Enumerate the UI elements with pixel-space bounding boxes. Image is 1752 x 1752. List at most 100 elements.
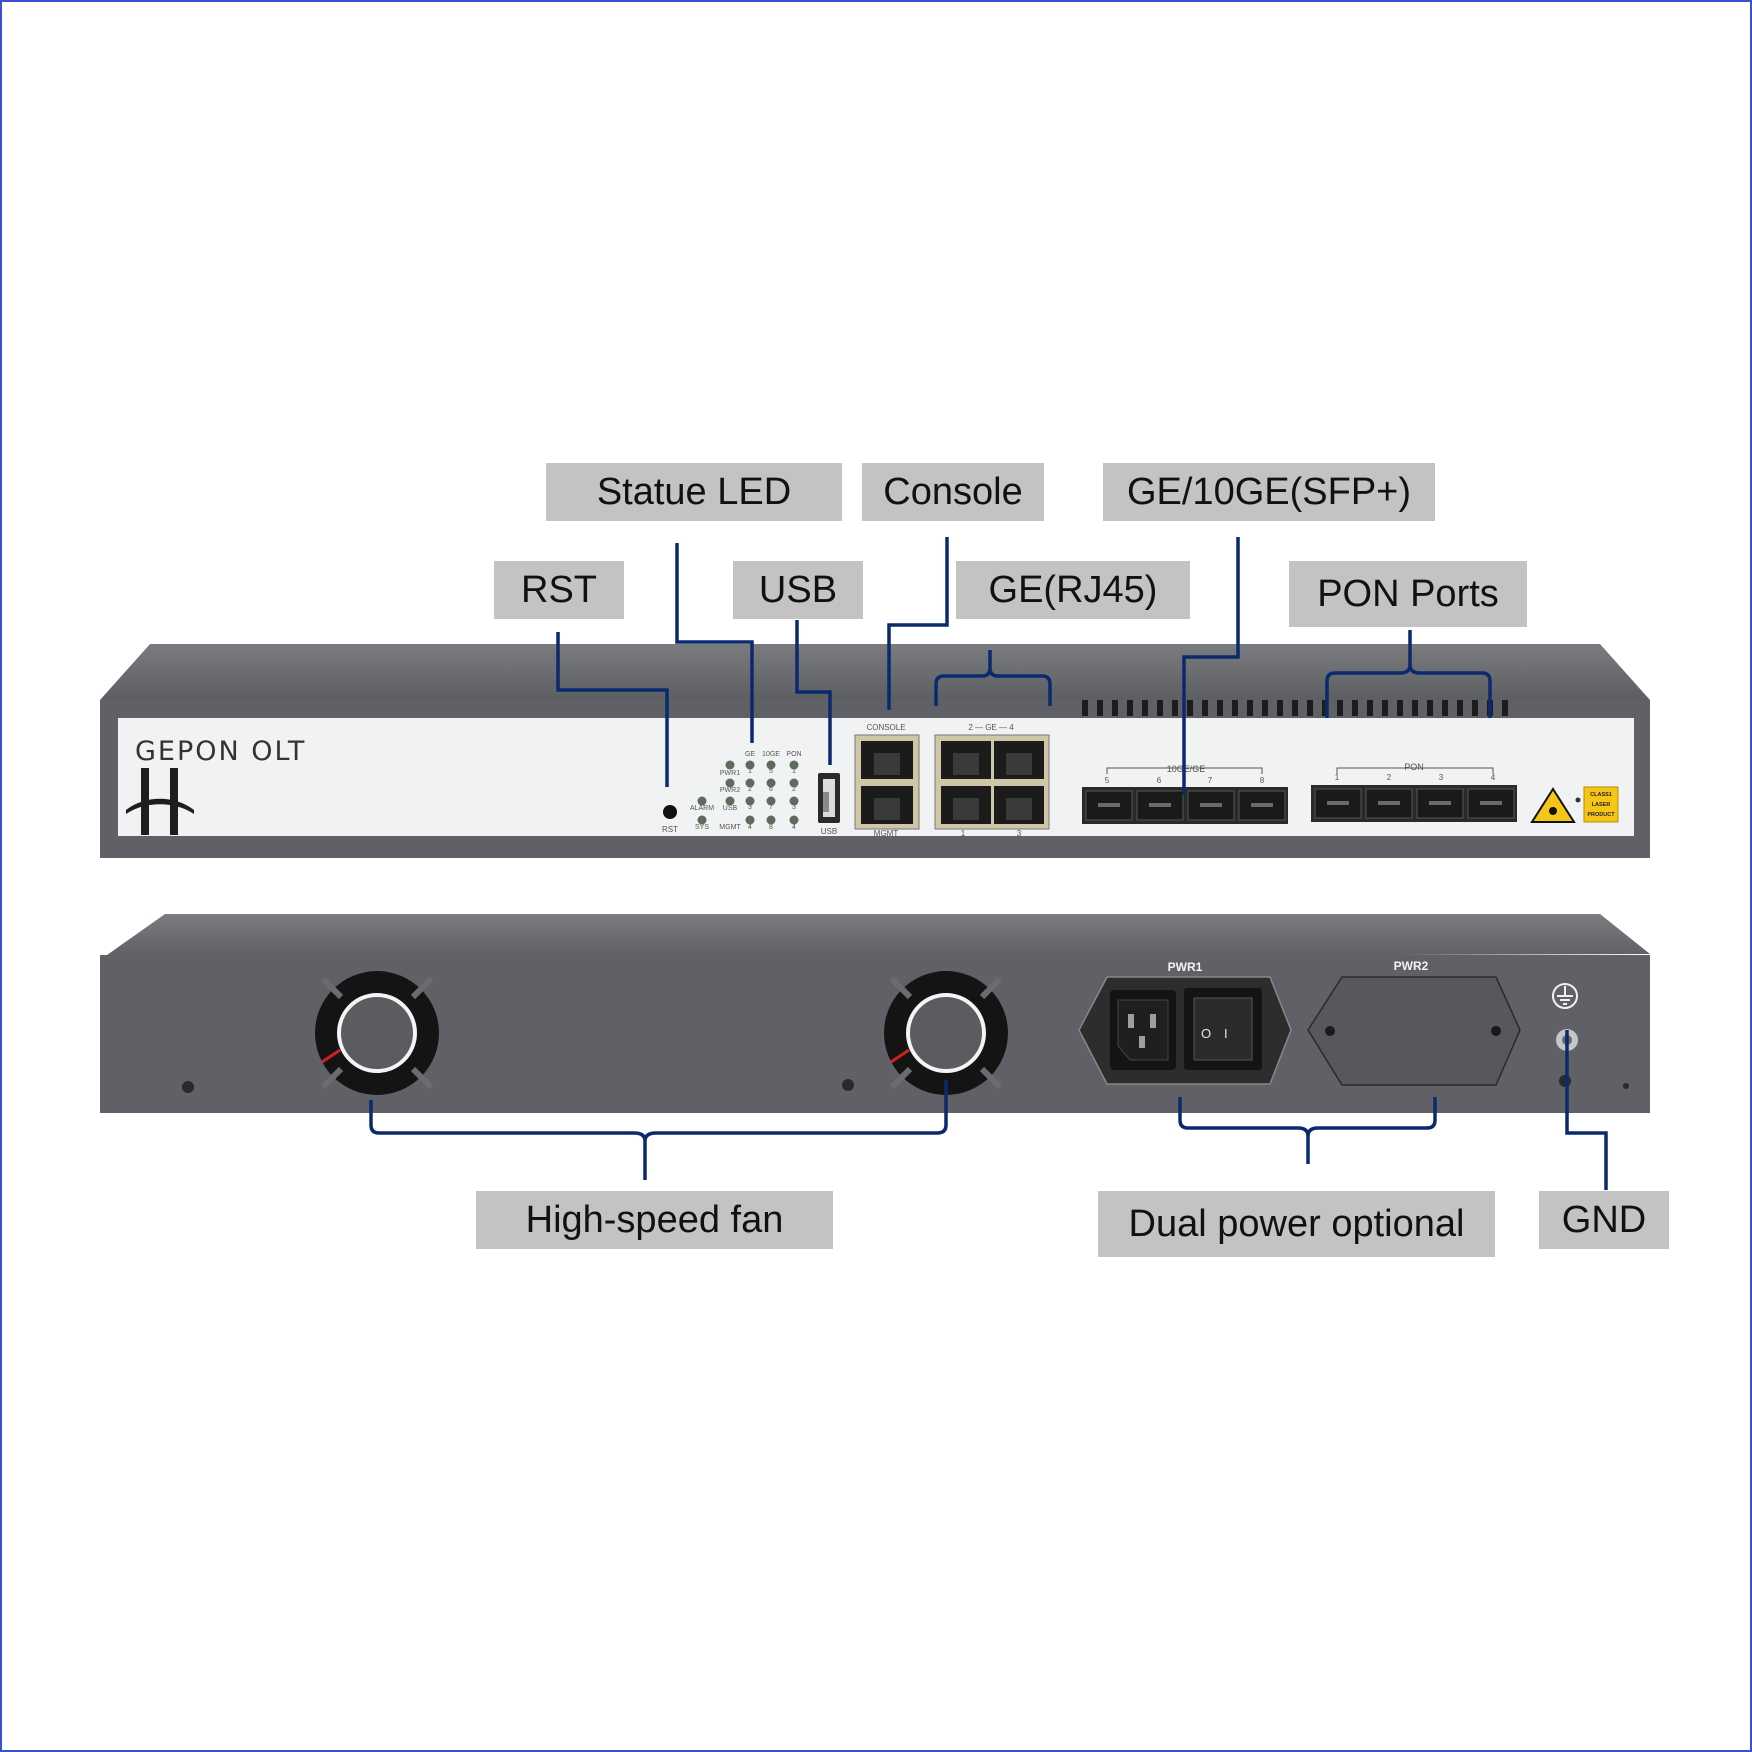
- sfp-header-label: 10GE/GE: [1167, 764, 1206, 774]
- callout-ge-10ge-sfp: GE/10GE(SFP+): [1103, 463, 1435, 521]
- callout-rst: RST: [494, 561, 624, 619]
- led-header-pon: PON: [786, 751, 801, 758]
- led-light: [725, 760, 735, 770]
- mgmt-port[interactable]: [861, 786, 913, 824]
- led-num: 2: [748, 786, 752, 793]
- callout-ge-rj45: GE(RJ45): [956, 561, 1190, 619]
- led-num: 1: [792, 768, 796, 775]
- led-num: 4: [748, 824, 752, 831]
- led-light: [697, 815, 707, 825]
- ge-rj45-block: [934, 734, 1050, 830]
- led-num: 1: [748, 768, 752, 775]
- pon-bracket: [1336, 767, 1494, 774]
- led-num: 6: [769, 786, 773, 793]
- switch-off-label: O: [1201, 1026, 1211, 1041]
- led-label-alarm: ALARM: [690, 805, 714, 812]
- led-num: 8: [769, 824, 773, 831]
- laser-class-text: CLASS1: [1590, 792, 1612, 798]
- led-light: [745, 760, 755, 770]
- led-light: [789, 760, 799, 770]
- led-label-pwr1: PWR1: [720, 770, 740, 777]
- fan-icon: [884, 971, 1008, 1095]
- led-light: [766, 796, 776, 806]
- ge-port[interactable]: [941, 741, 991, 779]
- led-label-mgmt: MGMT: [719, 824, 741, 831]
- led-light: [745, 796, 755, 806]
- leader-lines: [369, 537, 1608, 1190]
- leader-usb: [795, 620, 832, 765]
- console-port-label: CONSOLE: [866, 723, 905, 732]
- laser-class-text: PRODUCT: [1587, 812, 1615, 818]
- leader-statue-led: [675, 543, 754, 743]
- usb-port-label: USB: [821, 827, 837, 836]
- pwr1-label: PWR1: [1168, 960, 1203, 974]
- laser-warning-icon: [1530, 787, 1581, 823]
- rst-port-label: RST: [662, 825, 678, 834]
- ge-header-label: 2 — GE — 4: [968, 723, 1014, 732]
- led-label-pwr2: PWR2: [720, 787, 740, 794]
- pon-port-number: 3: [1439, 773, 1444, 782]
- ground-icon: [1552, 983, 1578, 1009]
- led-light: [789, 815, 799, 825]
- led-num: 2: [792, 786, 796, 793]
- led-light: [766, 815, 776, 825]
- pon-port[interactable]: [1467, 788, 1515, 819]
- pon-port[interactable]: [1314, 788, 1362, 819]
- sfp-port[interactable]: [1187, 790, 1235, 821]
- sfp-port[interactable]: [1136, 790, 1184, 821]
- callout-high-speed-fan: High-speed fan: [476, 1191, 833, 1249]
- led-num: 3: [792, 804, 796, 811]
- mgmt-port-label: MGMT: [874, 829, 899, 838]
- leader-ge-rj45: [934, 650, 1052, 706]
- led-light: [766, 778, 776, 788]
- rst-button[interactable]: [663, 805, 677, 819]
- leader-ge-10ge: [1182, 537, 1240, 795]
- ge-port[interactable]: [994, 786, 1044, 824]
- ge-port[interactable]: [941, 786, 991, 824]
- pwr2-blank-plate: [1307, 976, 1521, 1086]
- leader-gnd: [1565, 1030, 1608, 1190]
- switch-on-label: I: [1224, 1026, 1228, 1041]
- leader-rst: [556, 632, 669, 787]
- callout-dual-power: Dual power optional: [1098, 1191, 1495, 1257]
- pon-port[interactable]: [1416, 788, 1464, 819]
- led-light: [745, 815, 755, 825]
- led-light: [725, 778, 735, 788]
- ge-port[interactable]: [994, 741, 1044, 779]
- callout-console: Console: [862, 463, 1044, 521]
- led-light: [789, 778, 799, 788]
- led-num: 5: [769, 768, 773, 775]
- callout-usb: USB: [733, 561, 863, 619]
- ge-port-number: 1: [961, 829, 966, 838]
- sfp-port[interactable]: [1238, 790, 1286, 821]
- led-light: [725, 796, 735, 806]
- power-inlet[interactable]: [1110, 990, 1176, 1070]
- led-header-ge: GE: [745, 751, 755, 758]
- led-light: [745, 778, 755, 788]
- leader-high-speed-fan: [369, 1080, 948, 1180]
- pon-ports: [1311, 785, 1517, 822]
- pon-header-label: PON: [1404, 762, 1424, 772]
- sfp-port[interactable]: [1085, 790, 1133, 821]
- led-light: [766, 760, 776, 770]
- pon-port[interactable]: [1365, 788, 1413, 819]
- led-light: [697, 796, 707, 806]
- power-switch[interactable]: O I: [1184, 988, 1262, 1070]
- led-light: [789, 796, 799, 806]
- callout-pon-ports: PON Ports: [1289, 561, 1527, 627]
- vent-slits: [1082, 700, 1508, 716]
- pon-port-number: 4: [1491, 773, 1496, 782]
- led-num: 3: [748, 804, 752, 811]
- led-label-sys: SYS: [695, 824, 709, 831]
- pwr1-module: O I: [1078, 976, 1292, 1085]
- laser-class-label: CLASS1 LASER PRODUCT: [1583, 786, 1619, 823]
- usb-port[interactable]: [818, 773, 840, 823]
- sfp-port-number: 7: [1208, 776, 1213, 785]
- pon-port-number: 1: [1335, 773, 1340, 782]
- callout-gnd: GND: [1539, 1191, 1669, 1249]
- callout-statue-led: Statue LED: [546, 463, 842, 521]
- ge-port-number: 3: [1017, 829, 1022, 838]
- console-port[interactable]: [861, 741, 913, 779]
- led-num: 7: [769, 804, 773, 811]
